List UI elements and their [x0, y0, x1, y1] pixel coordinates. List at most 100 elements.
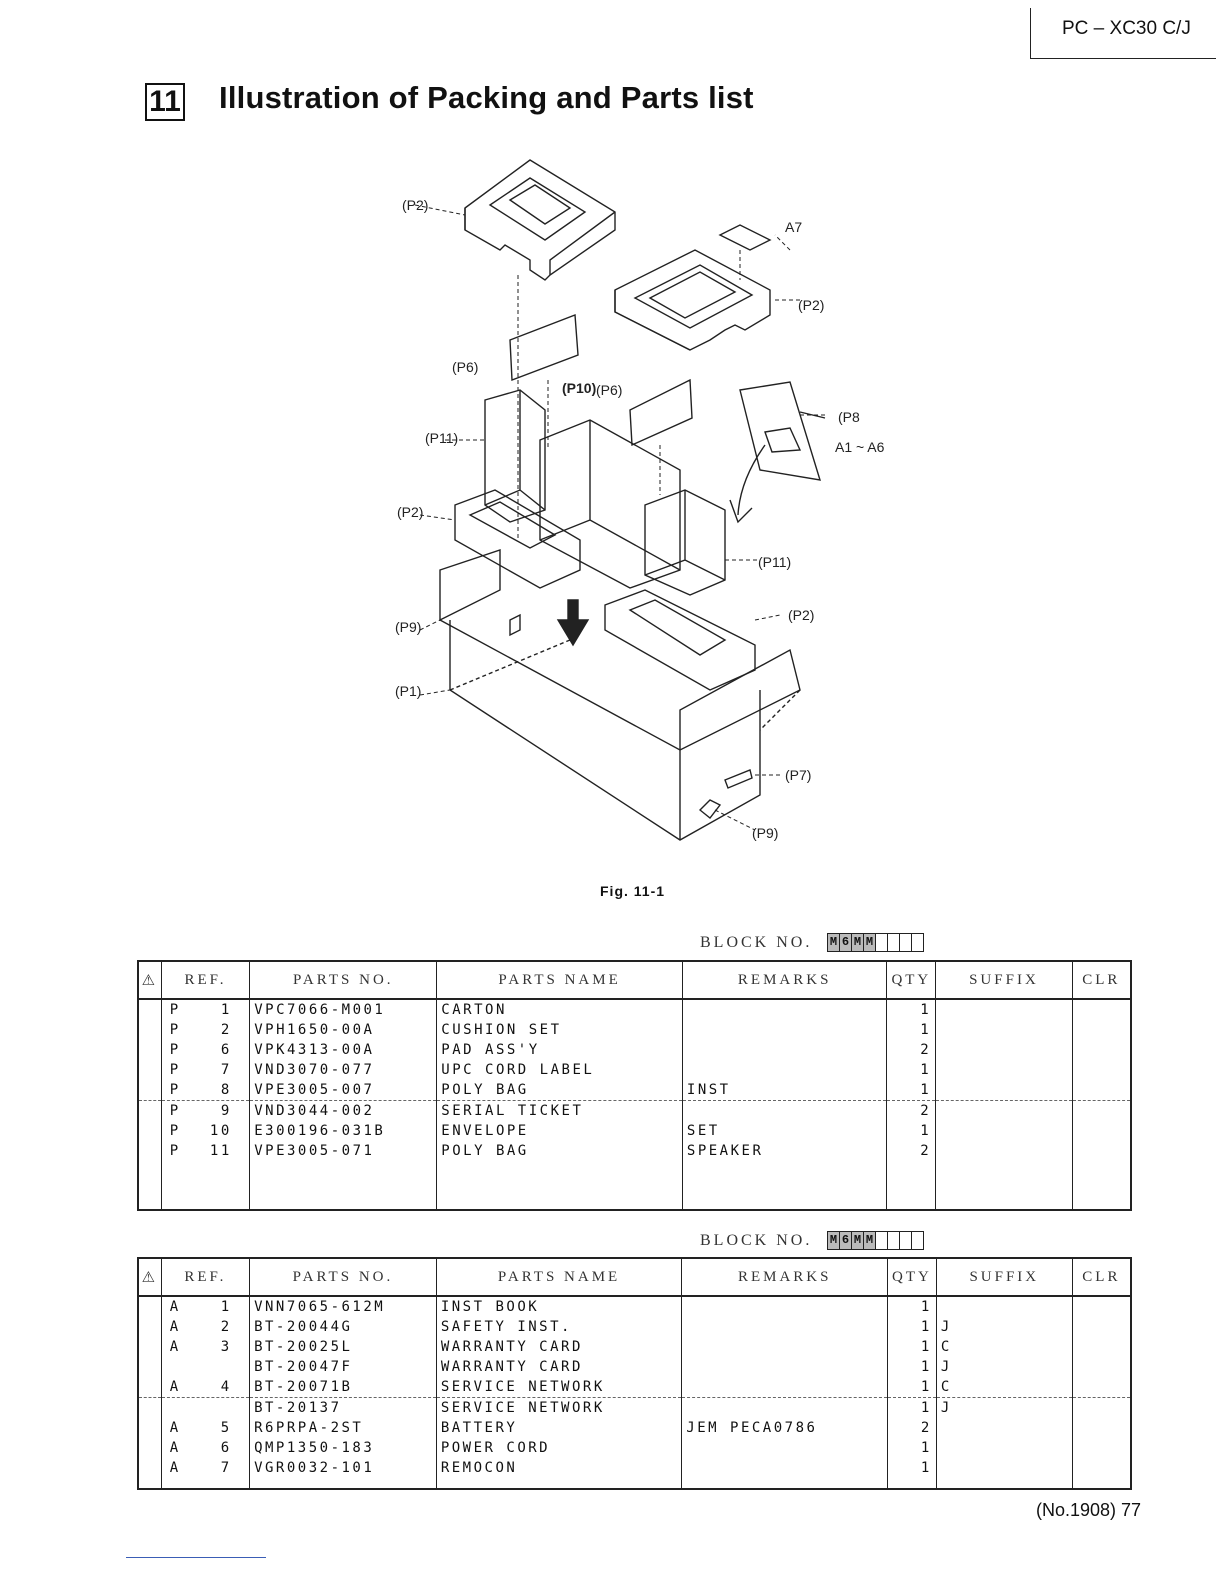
suffix-cell [935, 1100, 1073, 1121]
remarks-cell [681, 1296, 889, 1317]
parts-no-cell: VPE3005-071 [249, 1141, 438, 1161]
suffix-cell [935, 1060, 1073, 1080]
suffix-cell [935, 1458, 1073, 1478]
label-p6-mid: (P6) [596, 382, 622, 398]
ref-cell [160, 1397, 251, 1418]
clr-cell [1071, 1060, 1132, 1080]
clr-cell [1071, 1121, 1132, 1141]
table-row-spacer [137, 1161, 1132, 1210]
suffix-cell [935, 1080, 1073, 1101]
arrow-icon [729, 444, 766, 524]
remarks-cell [681, 1397, 889, 1418]
cushion-top-right [614, 249, 771, 351]
remarks-cell [681, 1438, 889, 1458]
parts-name-cell: INST BOOK [435, 1296, 683, 1317]
envelope-p8 [739, 381, 826, 481]
remarks-cell [681, 1100, 888, 1121]
parts-name-cell: SAFETY INST. [435, 1317, 683, 1337]
ref-number: 6 [220, 1440, 232, 1456]
clr-cell [1071, 1377, 1132, 1398]
suffix-cell [935, 1040, 1073, 1060]
warning-cell [137, 1317, 162, 1337]
warning-cell [137, 1060, 162, 1080]
remarks-cell [681, 1337, 889, 1357]
parts-name-cell: UPC CORD LABEL [436, 1060, 683, 1080]
col-parts-no: PARTS NO. [249, 960, 438, 1000]
parts-name-cell: PAD ASS'Y [436, 1040, 683, 1060]
parts-name-cell: SERVICE NETWORK [435, 1377, 683, 1398]
parts-no-cell: VPC7066-M001 [249, 999, 438, 1020]
qty-cell: 1 [887, 1296, 937, 1317]
parts-no-cell: QMP1350-183 [249, 1438, 437, 1458]
label-p10: (P10) [562, 380, 596, 396]
qty-cell: 1 [887, 1337, 937, 1357]
ref-number: 2 [220, 1319, 232, 1335]
parts-name-cell: WARRANTY CARD [435, 1337, 683, 1357]
col-ref: REF. [160, 1257, 251, 1297]
warning-cell [137, 1357, 162, 1377]
warning-cell [137, 1020, 162, 1040]
parts-no-cell: E300196-031B [249, 1121, 438, 1141]
parts-name-cell: POLY BAG [436, 1080, 683, 1101]
qty-cell: 2 [887, 1418, 937, 1438]
label-a7: A7 [785, 219, 802, 235]
page-title: Illustration of Packing and Parts list [219, 80, 754, 115]
parts-no-cell: BT-20047F [249, 1357, 437, 1377]
label-p2-mid: (P2) [397, 504, 423, 520]
parts-no-cell: BT-20044G [249, 1317, 437, 1337]
col-parts-name: PARTS NAME [436, 960, 683, 1000]
block-code-cell [911, 933, 924, 952]
clr-cell [1071, 1040, 1132, 1060]
suffix-cell: C [935, 1337, 1073, 1357]
ref-class: P [169, 1022, 181, 1038]
qty-cell: 1 [886, 1060, 937, 1080]
ref-cell [160, 1357, 251, 1377]
warning-cell [137, 1377, 162, 1398]
pad-p6-right [629, 378, 693, 447]
carton-box [439, 549, 801, 841]
warning-cell [137, 1337, 162, 1357]
suffix-cell [935, 1141, 1073, 1161]
ref-class: A [169, 1319, 181, 1335]
remarks-cell [681, 999, 888, 1020]
clr-cell [1071, 1296, 1132, 1317]
label-p2-top: (P2) [402, 197, 428, 213]
col-ref: REF. [160, 960, 251, 1000]
ref-class: P [169, 1042, 181, 1058]
ref-number: 7 [220, 1460, 232, 1476]
page-number: (No.1908) 77 [1036, 1500, 1142, 1520]
label-a1-a6: A1 ~ A6 [835, 439, 885, 455]
clr-cell [1071, 1397, 1132, 1418]
label-p7: (P7) [785, 767, 811, 783]
block-label-2: BLOCK NO. [700, 1232, 813, 1249]
suffix-cell: C [935, 1377, 1073, 1398]
ref-class: P [169, 1103, 181, 1119]
table-header-row: ⚠ REF. PARTS NO. PARTS NAME REMARKS QTY … [137, 1257, 1132, 1297]
parts-no-cell: VPH1650-00A [249, 1020, 438, 1040]
ref-class: P [169, 1143, 181, 1159]
remarks-cell [681, 1377, 889, 1398]
suffix-cell [935, 1418, 1073, 1438]
warning-cell [137, 1040, 162, 1060]
remarks-cell [681, 1317, 889, 1337]
ref-number: 9 [220, 1103, 232, 1119]
model-box [1030, 8, 1216, 59]
parts-name-cell: POWER CORD [435, 1438, 683, 1458]
warning-cell [137, 1100, 162, 1121]
